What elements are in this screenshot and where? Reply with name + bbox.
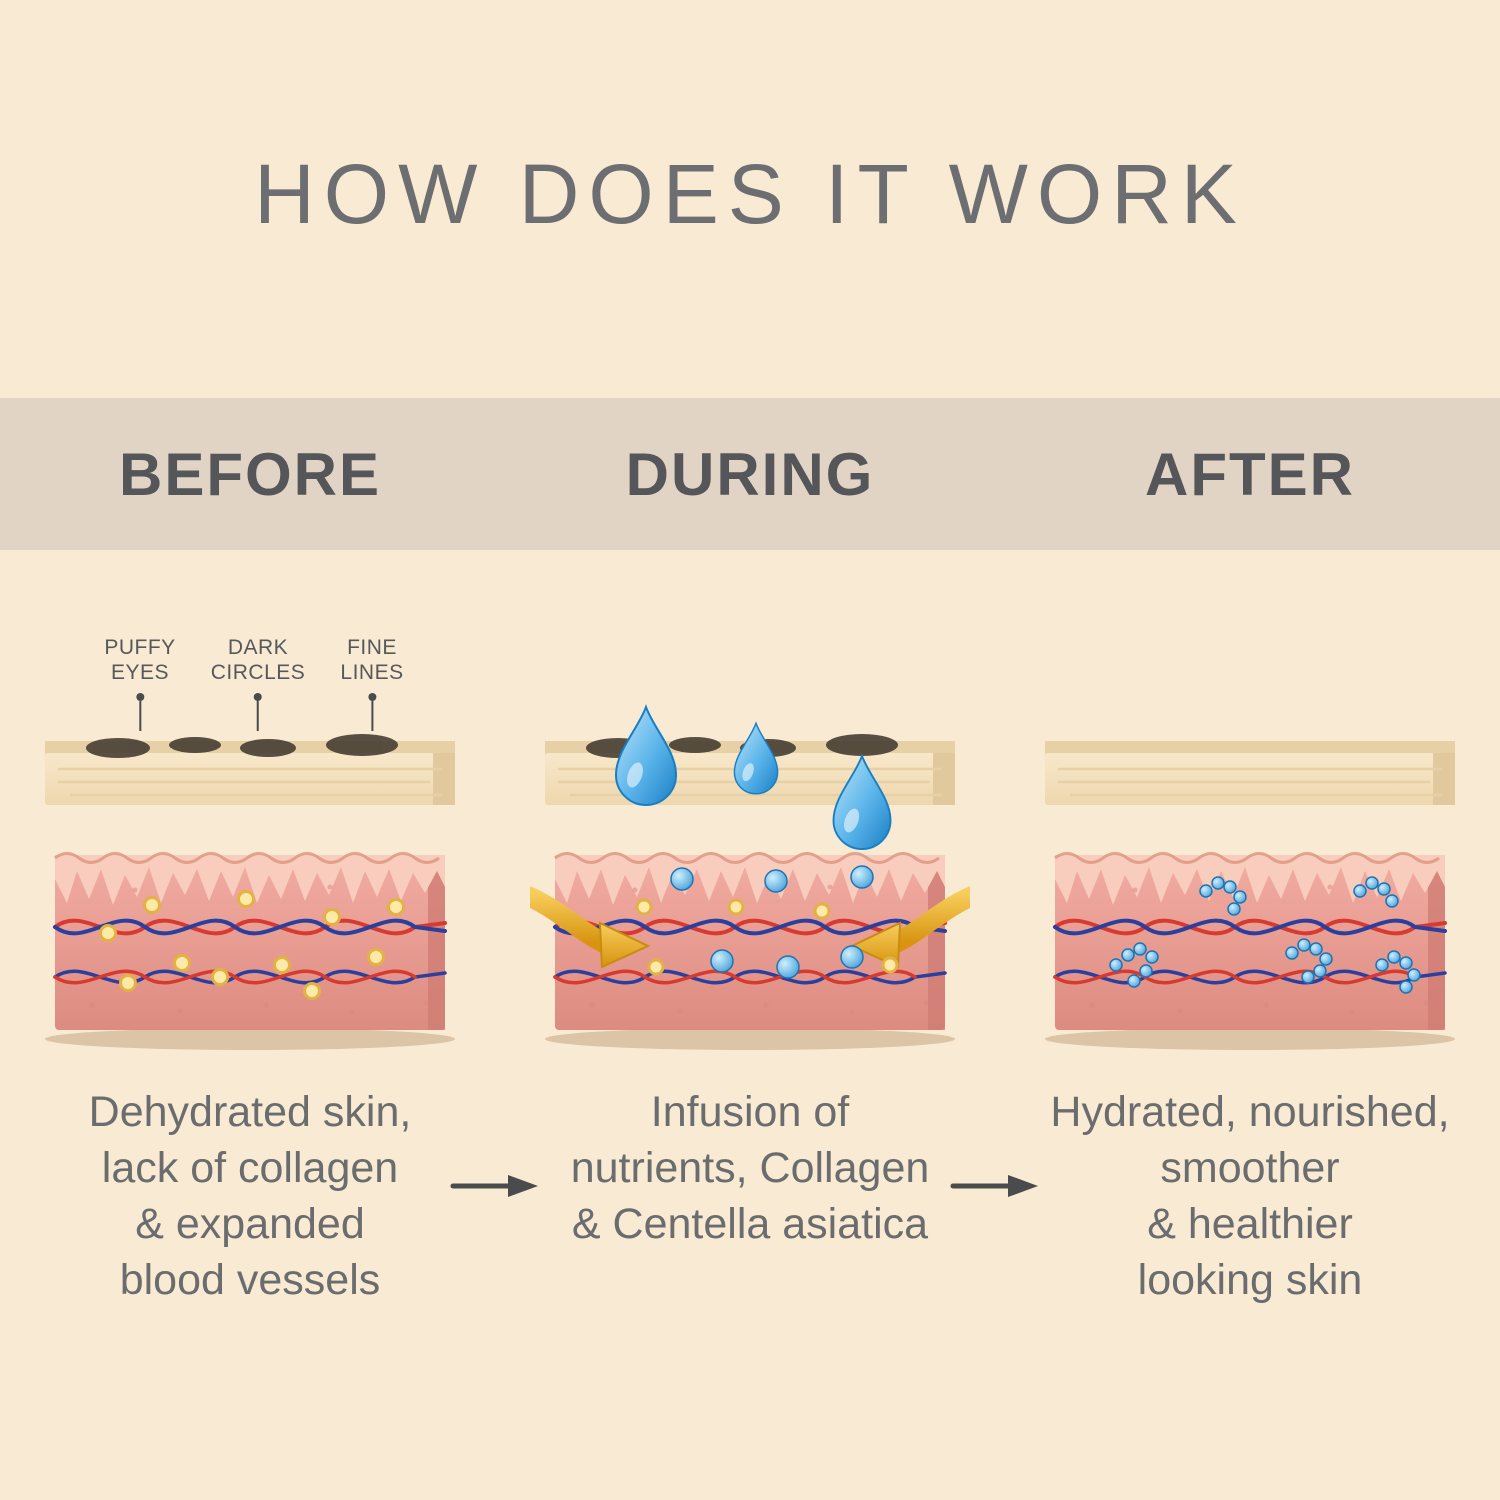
callout-pin-icon (104, 692, 175, 731)
page-title: HOW DOES IT WORK (254, 147, 1246, 241)
stage-header-during: DURING (625, 440, 875, 508)
nutrient-beads-blue (670, 865, 874, 979)
nutrient-beads-yellow (635, 898, 899, 976)
stage-header-before: BEFORE (118, 440, 382, 508)
caption-after: Hydrated, nourished, smoother & healthie… (1050, 1088, 1450, 1304)
callout-label: PUFFY EYES (104, 636, 176, 684)
panel-during (500, 550, 1000, 1090)
panel-after (1000, 550, 1500, 1090)
water-drop-icon (615, 706, 677, 806)
stage-header-after: AFTER (1145, 440, 1355, 508)
infusion-arrow-right-icon (849, 886, 970, 969)
caption-before: Dehydrated skin, lack of collagen & expa… (88, 1088, 412, 1304)
infusion-arrow-left-icon (530, 886, 651, 969)
water-drop-icon (733, 722, 779, 795)
hydration-bead-chains (1109, 876, 1421, 994)
flow-arrow-icon (450, 1175, 538, 1197)
callout-pin-icon (340, 692, 403, 731)
nutrient-beads-yellow (99, 890, 405, 1000)
caption-during: Infusion of nutrients, Collagen & Centel… (570, 1088, 930, 1248)
callout-puffy-eyes: PUFFY EYES (104, 636, 175, 731)
flow-arrow-icon (950, 1175, 1038, 1197)
panels-row: PUFFY EYES DARK CIRCLES FINE LINES (0, 550, 1500, 1090)
callout-dark-circles: DARK CIRCLES (211, 636, 306, 731)
callout-fine-lines: FINE LINES (340, 636, 403, 731)
skin-cross-section-during (530, 706, 970, 1052)
captions-row: Dehydrated skin, lack of collagen & expa… (0, 1085, 1500, 1309)
skin-cross-section-before (43, 734, 457, 1052)
callout-label: FINE LINES (340, 636, 404, 684)
panel-before: PUFFY EYES DARK CIRCLES FINE LINES (0, 550, 500, 1090)
skin-cross-section-after (1043, 739, 1457, 1052)
callout-label: DARK CIRCLES (210, 636, 306, 684)
stage-header-band: BEFORE DURING AFTER (0, 398, 1500, 550)
callout-pin-icon (211, 692, 306, 731)
